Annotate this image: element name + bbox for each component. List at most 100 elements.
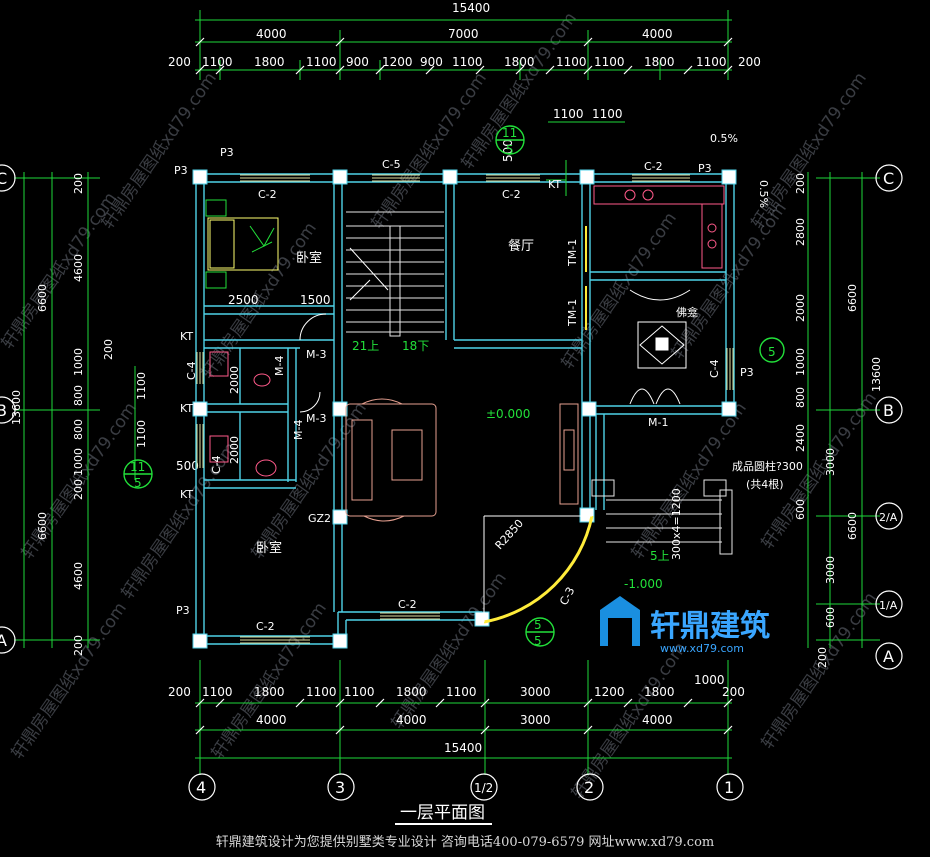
room-label-dining: 餐厅 <box>508 238 534 254</box>
window-code: C-3 <box>557 585 577 608</box>
marker-kt: KT <box>180 402 193 415</box>
left-dim-l2: 6600 <box>36 512 49 540</box>
svg-text:4000: 4000 <box>642 713 673 727</box>
section-mark-label: 5 <box>134 476 142 490</box>
svg-text:200: 200 <box>72 173 85 194</box>
window-code: C-4 <box>708 359 721 378</box>
right-dim-l2: 6600 <box>846 284 859 312</box>
door-code: M-1 <box>648 416 668 429</box>
svg-text:4600: 4600 <box>72 562 85 590</box>
svg-text:1100: 1100 <box>202 55 233 69</box>
svg-text:1100: 1100 <box>135 420 148 448</box>
bottom-dim-row1: 200 1100 1800 1100 1100 1800 1100 3000 1… <box>168 673 745 699</box>
toilet-icon <box>209 351 277 477</box>
marker-p3: P3 <box>220 146 234 159</box>
grid-label-bottom: 2 <box>584 778 594 797</box>
window-code: C-2 <box>502 188 521 201</box>
door-code: TM-1 <box>566 239 579 267</box>
top-dim-l2: 4000 <box>642 27 673 41</box>
watermark-layer: 轩鼎房屋图纸xd79.com 轩鼎房屋图纸xd79.com 轩鼎房屋图纸xd79… <box>0 9 881 803</box>
level-zero: ±0.000 <box>486 407 530 421</box>
buddha-label: 佛龛 <box>676 305 698 319</box>
svg-text:2400: 2400 <box>794 424 807 452</box>
grid-label-bottom: 3 <box>335 778 345 797</box>
door-code: M-3 <box>306 412 326 425</box>
svg-text:200: 200 <box>794 173 807 194</box>
marker-p3: P3 <box>174 164 188 177</box>
svg-text:900: 900 <box>346 55 369 69</box>
svg-text:200: 200 <box>168 685 191 699</box>
section-mark-label: 11 <box>130 460 145 474</box>
grid-label-right: C <box>883 169 894 188</box>
right-dim-l2: 6600 <box>846 512 859 540</box>
steps-label: 300x4=1200 <box>670 488 683 560</box>
logo-name: 轩鼎建筑 <box>650 609 770 644</box>
svg-text:600: 600 <box>794 499 807 520</box>
watermark: 轩鼎房屋图纸xd79.com <box>98 69 221 233</box>
curved-window-arc <box>483 515 594 624</box>
watermark: 轩鼎房屋图纸xd79.com <box>748 69 871 233</box>
svg-text:500: 500 <box>176 459 199 473</box>
top-overall-dim: 15400 <box>452 1 490 15</box>
watermark: 轩鼎房屋图纸xd79.com <box>8 599 131 763</box>
svg-text:600: 600 <box>824 607 837 628</box>
window-code: C-4 <box>210 455 223 474</box>
window-code: C-2 <box>644 160 663 173</box>
dimension-lines <box>14 10 880 775</box>
bath-dim: 2000 <box>228 436 241 464</box>
entry-steps <box>591 479 733 555</box>
svg-text:1200: 1200 <box>382 55 413 69</box>
section-mark-label: 5 <box>534 634 542 648</box>
grid-label-left: A <box>0 631 7 650</box>
svg-text:1100: 1100 <box>446 685 477 699</box>
window-code: C-2 <box>398 598 417 611</box>
watermark: 轩鼎房屋图纸xd79.com <box>388 569 511 733</box>
section-mark-label: 5 <box>534 618 542 632</box>
inner-dim: 500 <box>501 139 515 162</box>
svg-text:1000: 1000 <box>72 448 85 476</box>
svg-text:1100: 1100 <box>452 55 483 69</box>
marker-kt: KT <box>180 488 193 501</box>
stair-door-dim: 1100 <box>592 107 623 121</box>
tv-cabinet-icon <box>559 403 579 505</box>
footer-text: 轩鼎建筑设计为您提供别墅类专业设计 咨询电话400-079-6579 网址www… <box>215 835 715 850</box>
inner-dim: 1500 <box>300 293 331 307</box>
room-label-bedroom: 卧室 <box>296 250 322 266</box>
svg-text:1800: 1800 <box>254 55 285 69</box>
grid-label-right: A <box>883 647 894 666</box>
marker-kt: KT <box>180 330 193 343</box>
svg-text:4000: 4000 <box>396 713 427 727</box>
grid-label-left: C <box>0 169 7 188</box>
right-dim-row3: 200 2800 2000 1000 800 2400 3000 600 300… <box>794 173 837 668</box>
radius-label: R2850 <box>493 517 527 552</box>
grid-label-right: B <box>883 401 894 420</box>
buddha-niche-icon <box>629 289 691 369</box>
column-note-count: (共4根) <box>746 477 784 491</box>
svg-text:1100: 1100 <box>556 55 587 69</box>
right-overall-dim: 13600 <box>870 357 883 392</box>
svg-text:1200: 1200 <box>594 685 625 699</box>
svg-text:900: 900 <box>420 55 443 69</box>
door-code: TM-1 <box>566 299 579 327</box>
svg-text:200: 200 <box>816 647 829 668</box>
svg-text:1100: 1100 <box>306 685 337 699</box>
left-dim-row3: 200 4600 1000 800 800 1000 200 4600 200 <box>72 173 85 656</box>
staircase <box>346 211 444 337</box>
left-overall-dim: 13600 <box>10 390 23 425</box>
svg-text:1000: 1000 <box>694 673 725 687</box>
inner-dim: 2500 <box>228 293 259 307</box>
top-dim-row3: 200 1100 1800 1100 900 1200 900 1100 180… <box>168 55 761 69</box>
marker-p3: P3 <box>176 604 190 617</box>
door-swings <box>299 160 681 413</box>
window-code: C-2 <box>256 620 275 633</box>
svg-text:800: 800 <box>72 419 85 440</box>
svg-text:1100: 1100 <box>202 685 233 699</box>
bottom-dim-row2: 4000 4000 3000 4000 <box>256 713 673 727</box>
room-label-bedroom: 卧室 <box>256 540 282 556</box>
section-mark-label: 5 <box>768 345 776 359</box>
column-code: GZ2 <box>308 512 331 525</box>
section-mark-label: 5 <box>506 143 514 157</box>
grid-label-left: B <box>0 401 7 420</box>
grid-bubbles <box>0 164 903 801</box>
svg-text:1100: 1100 <box>135 372 148 400</box>
